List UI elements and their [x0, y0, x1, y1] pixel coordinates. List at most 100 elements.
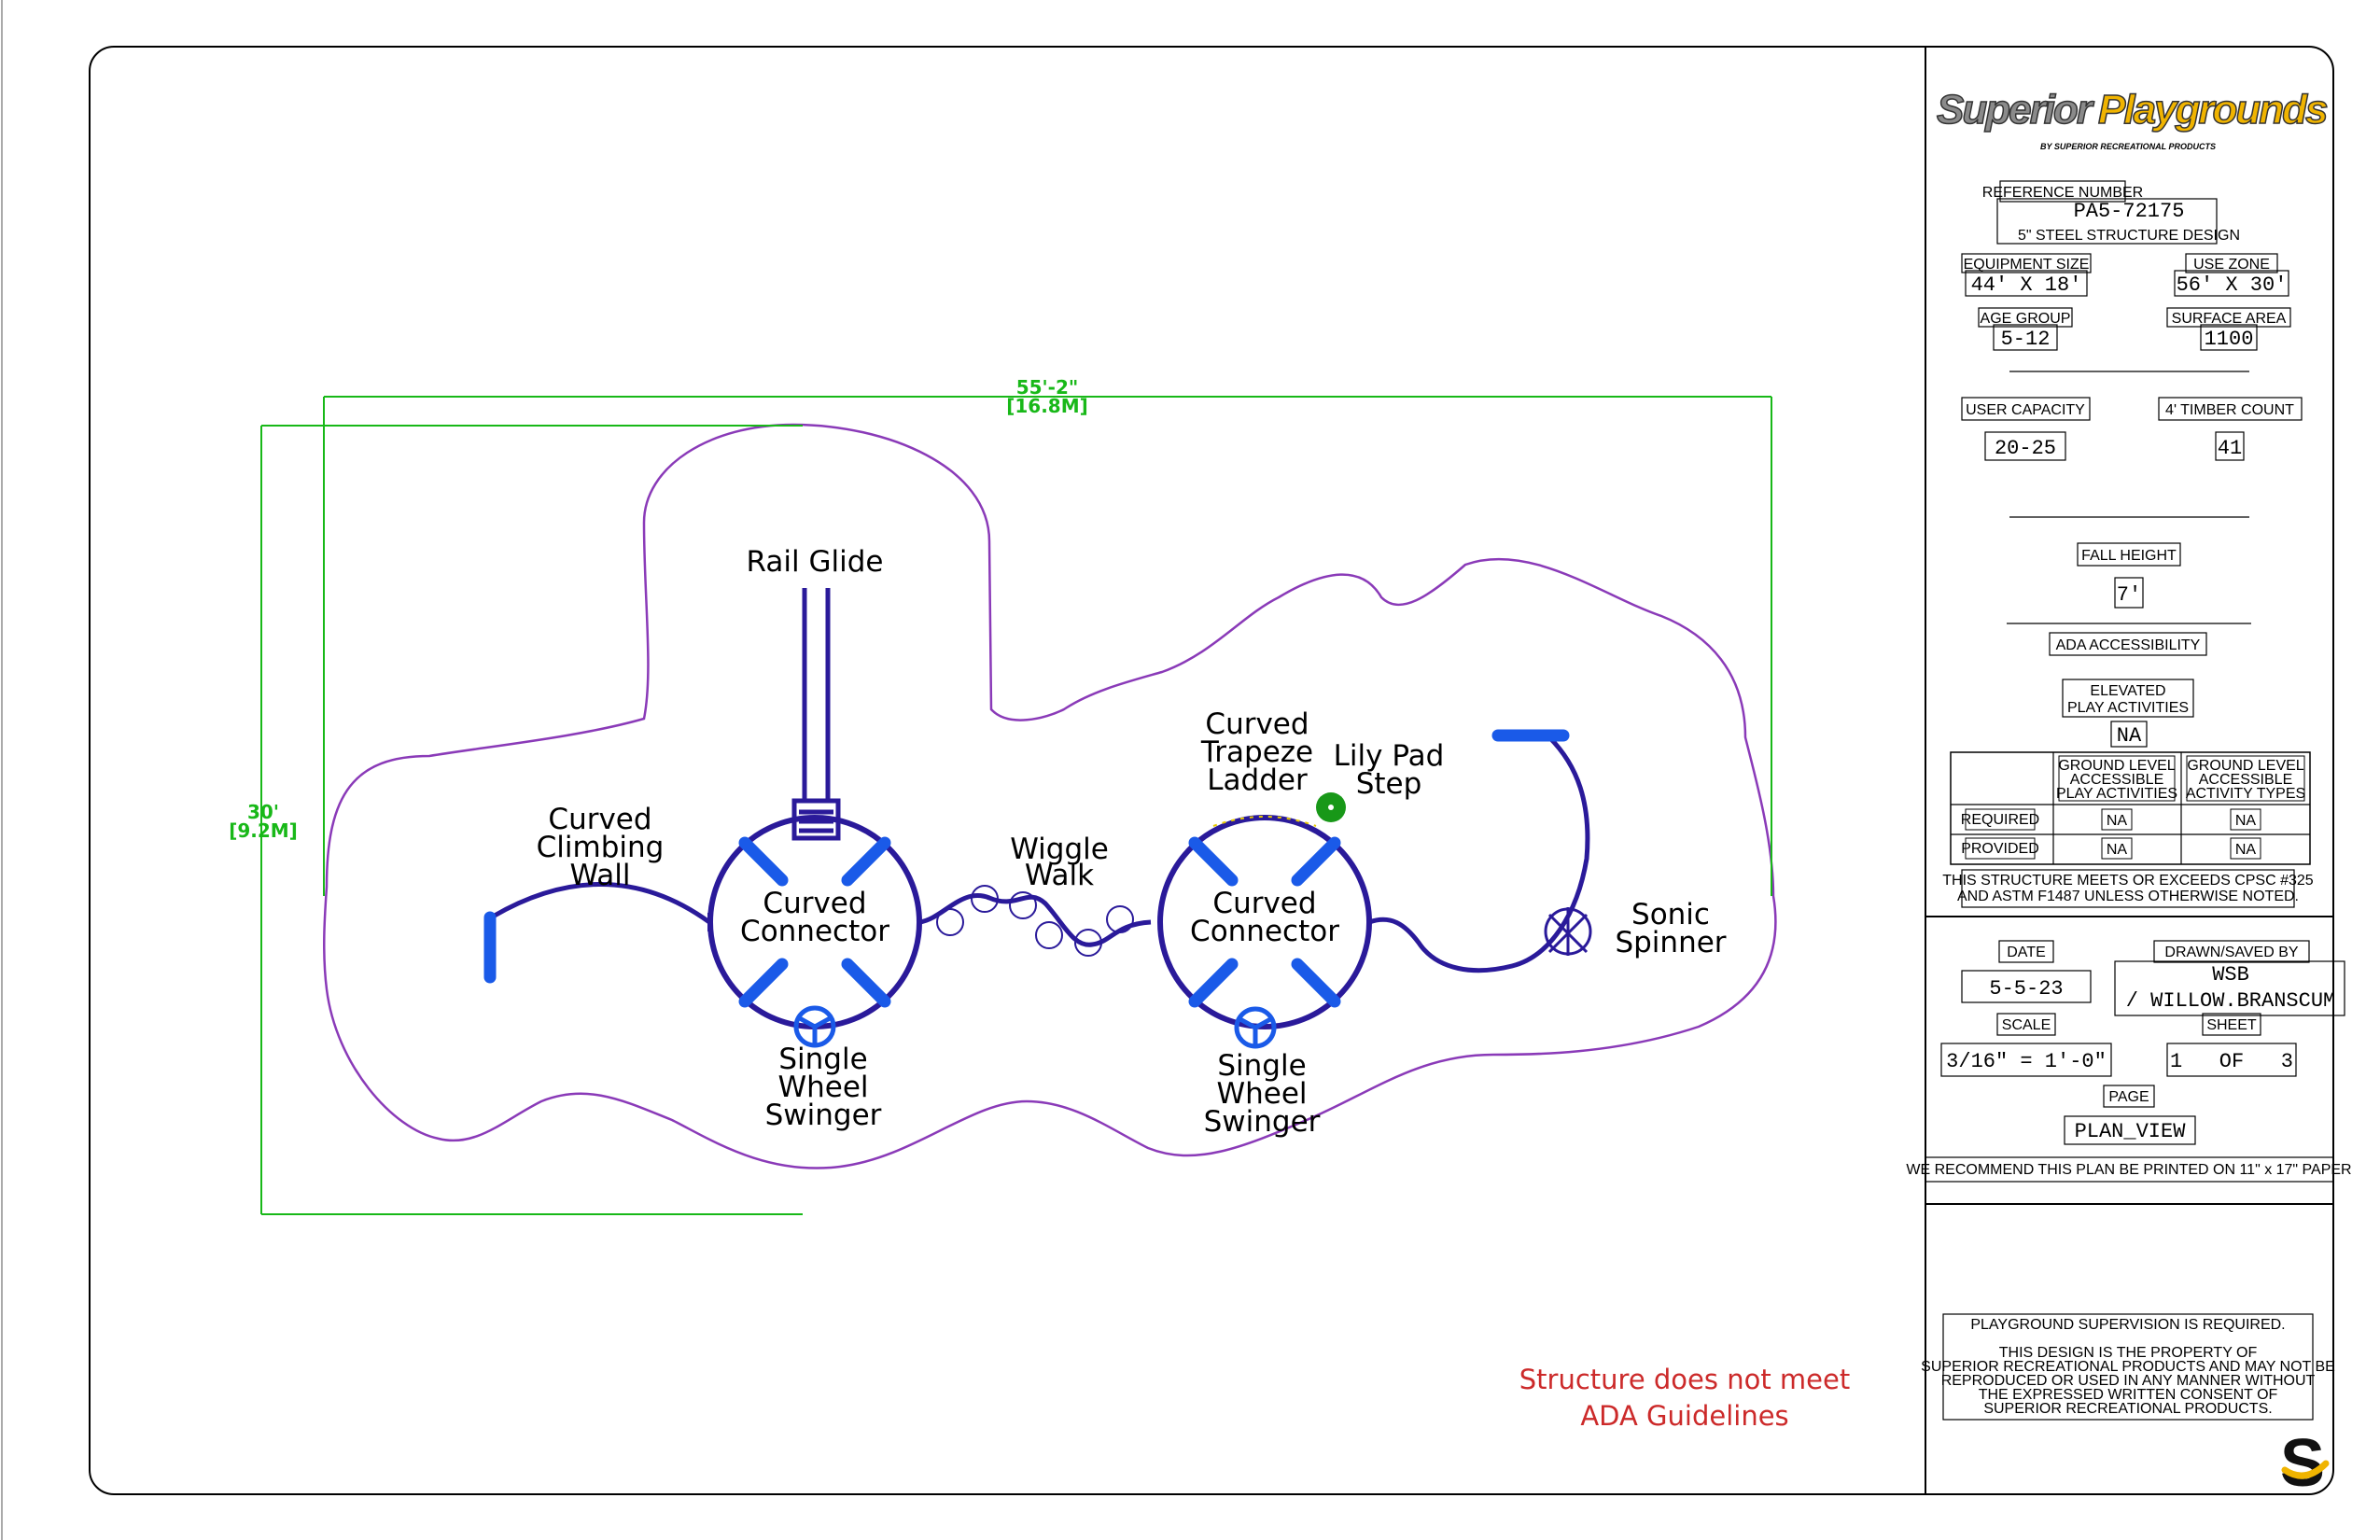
label-wheel-swinger-2a: Single [1217, 1049, 1306, 1083]
date-label: DATE [2007, 945, 2045, 960]
property-note-3: REPRODUCED OR USED IN ANY MANNER WITHOUT [1941, 1373, 2316, 1389]
dimension-width [323, 396, 1772, 896]
equipment-size-label: EQUIPMENT SIZE [1964, 257, 2090, 273]
table-col2-line3: ACTIVITY TYPES [2186, 786, 2305, 802]
supervision-note: PLAYGROUND SUPERVISION IS REQUIRED. [1970, 1317, 2285, 1333]
scale-label: SCALE [2002, 1017, 2051, 1033]
age-group-value: 5-12 [2001, 328, 2051, 351]
table-col1-line2: ACCESSIBLE [2070, 772, 2163, 788]
reference-label: REFERENCE NUMBER [1982, 185, 2143, 201]
print-note: WE RECOMMEND THIS PLAN BE PRINTED ON 11"… [1906, 1162, 2351, 1178]
table-col1-line1: GROUND LEVEL [2058, 758, 2175, 774]
surface-area-value: 1100 [2205, 328, 2254, 351]
sheet-border [89, 46, 2334, 1495]
fall-height-value: 7' [2117, 583, 2141, 607]
wheel-swinger-2 [1234, 1006, 1277, 1049]
label-curved-connector-2b: Connector [1190, 915, 1339, 948]
cpsc-note-1: THIS STRUCTURE MEETS OR EXCEEDS CPSC #32… [1942, 873, 2314, 889]
label-wheel-swinger-1b: Wheel [777, 1071, 868, 1104]
user-capacity-value: 20-25 [1995, 437, 2056, 460]
table-provided-v1: NA [2107, 842, 2128, 858]
age-group-label: AGE GROUP [1981, 311, 2071, 327]
brand-logo: Superior Playgrounds BY SUPERIOR RECREAT… [1936, 86, 2330, 151]
table-required-v1: NA [2107, 813, 2128, 829]
label-wheel-swinger-1c: Swinger [765, 1099, 882, 1132]
table-row-provided-label: PROVIDED [1961, 841, 2039, 857]
logo-word-superior: Superior [1937, 87, 2095, 133]
property-note-4: THE EXPRESSED WRITTEN CONSENT OF [1979, 1387, 2278, 1403]
wiggle-walk [918, 885, 1152, 957]
title-block: Superior Playgrounds BY SUPERIOR RECREAT… [1906, 86, 2351, 1501]
fall-height-label: FALL HEIGHT [2081, 548, 2177, 564]
user-capacity-label: USER CAPACITY [1966, 402, 2085, 418]
label-trapeze-ladder-2: Trapeze [1200, 735, 1313, 769]
drawn-by-label: DRAWN/SAVED BY [2164, 945, 2298, 960]
table-required-v2: NA [2235, 813, 2257, 829]
property-note-2: SUPERIOR RECREATIONAL PRODUCTS AND MAY N… [1921, 1359, 2335, 1375]
drawn-by-name: / WILLOW.BRANSCUM [2126, 989, 2335, 1013]
cpsc-note-2: AND ASTM F1487 UNLESS OTHERWISE NOTED. [1957, 889, 2299, 904]
drawn-by-initials: WSB [2212, 963, 2249, 987]
dim-height-metric-label: [9.2M] [229, 819, 298, 842]
label-lily-pad-2: Step [1356, 767, 1422, 801]
property-note-5: SUPERIOR RECREATIONAL PRODUCTS. [1983, 1401, 2272, 1417]
label-trapeze-ladder-3: Ladder [1207, 763, 1308, 797]
dimension-height [260, 425, 803, 1215]
label-sonic-spinner-2: Spinner [1615, 926, 1726, 959]
rail-glide [791, 588, 841, 841]
label-wheel-swinger-2c: Swinger [1204, 1105, 1321, 1139]
use-zone-label: USE ZONE [2193, 257, 2270, 273]
elevated-label-2: PLAY ACTIVITIES [2067, 700, 2189, 716]
reference-value: PA5-72175 [2074, 200, 2185, 223]
label-wheel-swinger-1a: Single [778, 1043, 867, 1076]
curved-climbing-wall [483, 882, 711, 984]
logo-tagline: BY SUPERIOR RECREATIONAL PRODUCTS [2040, 142, 2216, 151]
property-note-1: THIS DESIGN IS THE PROPERTY OF [1999, 1345, 2258, 1361]
table-col2-line1: GROUND LEVEL [2187, 758, 2303, 774]
logo-word-playgrounds: Playgrounds [2098, 87, 2327, 133]
dim-width-metric-label: [16.8M] [1006, 395, 1088, 417]
label-wiggle-walk-1: Wiggle [1010, 833, 1109, 866]
use-zone-outline [323, 423, 1777, 1169]
label-trapeze-ladder-1: Curved [1205, 707, 1309, 741]
label-sonic-spinner-1: Sonic [1631, 898, 1710, 931]
elevated-value: NA [2117, 724, 2142, 748]
lily-pad-step [1316, 792, 1346, 822]
label-curved-connector-1a: Curved [763, 887, 866, 920]
date-value: 5-5-23 [1989, 977, 2063, 1001]
accessibility-table: GROUND LEVEL ACCESSIBLE PLAY ACTIVITIES … [1950, 751, 2311, 865]
scale-value: 3/16" = 1'-0" [1946, 1050, 2107, 1073]
brand-emblem-icon: S [2280, 1426, 2330, 1501]
ada-note-1: Structure does not meet [1519, 1364, 1850, 1395]
label-curved-climbing-wall-1: Curved [548, 803, 651, 836]
timber-count-value: 41 [2218, 437, 2242, 460]
elevated-label-1: ELEVATED [2090, 683, 2165, 699]
label-lily-pad-1: Lily Pad [1334, 739, 1445, 773]
surface-area-label: SURFACE AREA [2172, 311, 2287, 327]
label-wheel-swinger-2b: Wheel [1216, 1077, 1307, 1111]
label-wiggle-walk-2: Walk [1025, 859, 1094, 892]
svg-text:S: S [2280, 1426, 2325, 1501]
sonic-spinner [1367, 729, 1592, 973]
table-provided-v2: NA [2235, 842, 2257, 858]
dim-width-label: 55'-2" [1016, 376, 1079, 399]
dim-height-label: 30' [247, 801, 279, 823]
design-label: 5" STEEL STRUCTURE DESIGN [2018, 228, 2240, 244]
sheet-label: SHEET [2206, 1017, 2257, 1033]
timber-count-label: 4' TIMBER COUNT [2165, 402, 2294, 418]
label-curved-connector-2a: Curved [1212, 887, 1316, 920]
ada-accessibility-label: ADA ACCESSIBILITY [2056, 637, 2201, 653]
use-zone-value: 56' X 30' [2177, 273, 2288, 297]
page-label: PAGE [2108, 1089, 2149, 1105]
plan-view: 55'-2" [16.8M] 30' [9.2M] [229, 376, 1850, 1432]
label-curved-connector-1b: Connector [740, 915, 889, 948]
ada-note-2: ADA Guidelines [1580, 1400, 1788, 1432]
table-col1-line3: PLAY ACTIVITIES [2056, 786, 2177, 802]
equipment-size-value: 44' X 18' [1971, 273, 2082, 297]
label-curved-climbing-wall-2: Climbing [537, 831, 665, 864]
table-row-required-label: REQUIRED [1961, 812, 2039, 828]
wheel-swinger-1 [793, 1005, 836, 1048]
table-col2-line2: ACCESSIBLE [2199, 772, 2292, 788]
sheet-value: 1 OF 3 [2170, 1050, 2293, 1073]
